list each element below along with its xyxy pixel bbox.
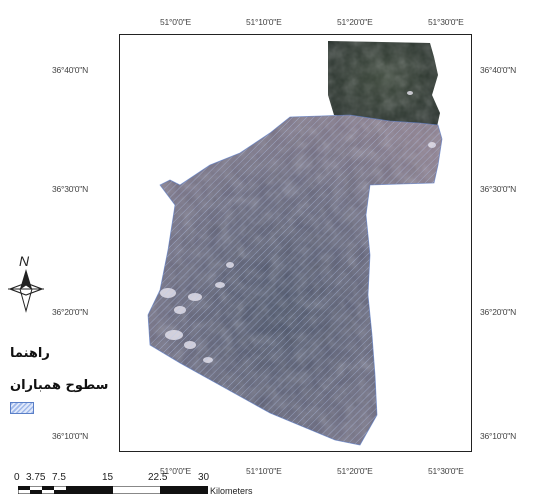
latitude-tick-right: 36°30'0"N (480, 184, 517, 194)
scale-bar (18, 486, 208, 494)
scale-tick: 3.75 (26, 472, 46, 483)
map-canvas (147, 41, 443, 446)
scale-tick: 30 (198, 472, 210, 483)
scale-tick: 22.5 (148, 472, 168, 483)
latitude-tick-left: 36°30'0"N (52, 184, 89, 194)
latitude-tick-left: 36°10'0"N (52, 431, 89, 441)
isohyet-hatch (147, 114, 443, 446)
longitude-tick-bottom: 51°10'0"E (246, 466, 282, 476)
longitude-tick-top: 51°0'0"E (160, 17, 192, 27)
legend-title: راهنما (10, 346, 50, 361)
longitude-tick-bottom: 51°0'0"E (160, 466, 192, 476)
scale-tick: 7.5 (52, 472, 66, 483)
latitude-tick-left: 36°20'0"N (52, 307, 89, 317)
north-arrow: N (6, 253, 46, 313)
latitude-tick-right: 36°40'0"N (480, 65, 517, 75)
longitude-tick-top: 51°20'0"E (337, 17, 373, 27)
longitude-tick-bottom: 51°30'0"E (428, 466, 464, 476)
north-arrow-label: N (19, 253, 30, 269)
legend-item-swatch (10, 402, 34, 414)
scale-tick: 0 (14, 472, 20, 483)
longitude-tick-top: 51°30'0"E (428, 17, 464, 27)
scale-unit: Kilometers (210, 486, 253, 496)
north-arrow-icon (8, 269, 44, 313)
longitude-tick-top: 51°10'0"E (246, 17, 282, 27)
latitude-tick-right: 36°10'0"N (480, 431, 517, 441)
map-frame (119, 34, 472, 452)
longitude-tick-bottom: 51°20'0"E (337, 466, 373, 476)
scale-tick: 15 (102, 472, 114, 483)
latitude-tick-left: 36°40'0"N (52, 65, 89, 75)
north-dark-region-texture (328, 41, 440, 133)
legend-item-label: سطوح همباران (10, 378, 109, 393)
latitude-tick-right: 36°20'0"N (480, 307, 517, 317)
